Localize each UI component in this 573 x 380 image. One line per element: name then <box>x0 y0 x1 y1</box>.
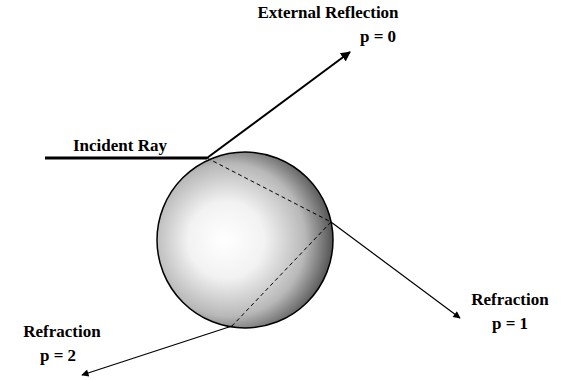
ray-title: Refraction <box>23 322 100 342</box>
refraction-ray <box>82 326 232 375</box>
order-label: p = 1 <box>492 314 528 334</box>
refraction-ray <box>331 222 460 318</box>
ray-title: Incident Ray <box>73 136 167 156</box>
sphere <box>157 152 333 328</box>
internal-ray <box>207 158 331 222</box>
internal-ray <box>232 222 331 326</box>
reflection-ray <box>207 52 350 158</box>
order-label: p = 2 <box>40 346 76 366</box>
ray-title: External Reflection <box>257 3 398 23</box>
ray-title: Refraction <box>471 290 548 310</box>
order-label: p = 0 <box>360 27 396 47</box>
incident-ray-line <box>45 157 207 160</box>
